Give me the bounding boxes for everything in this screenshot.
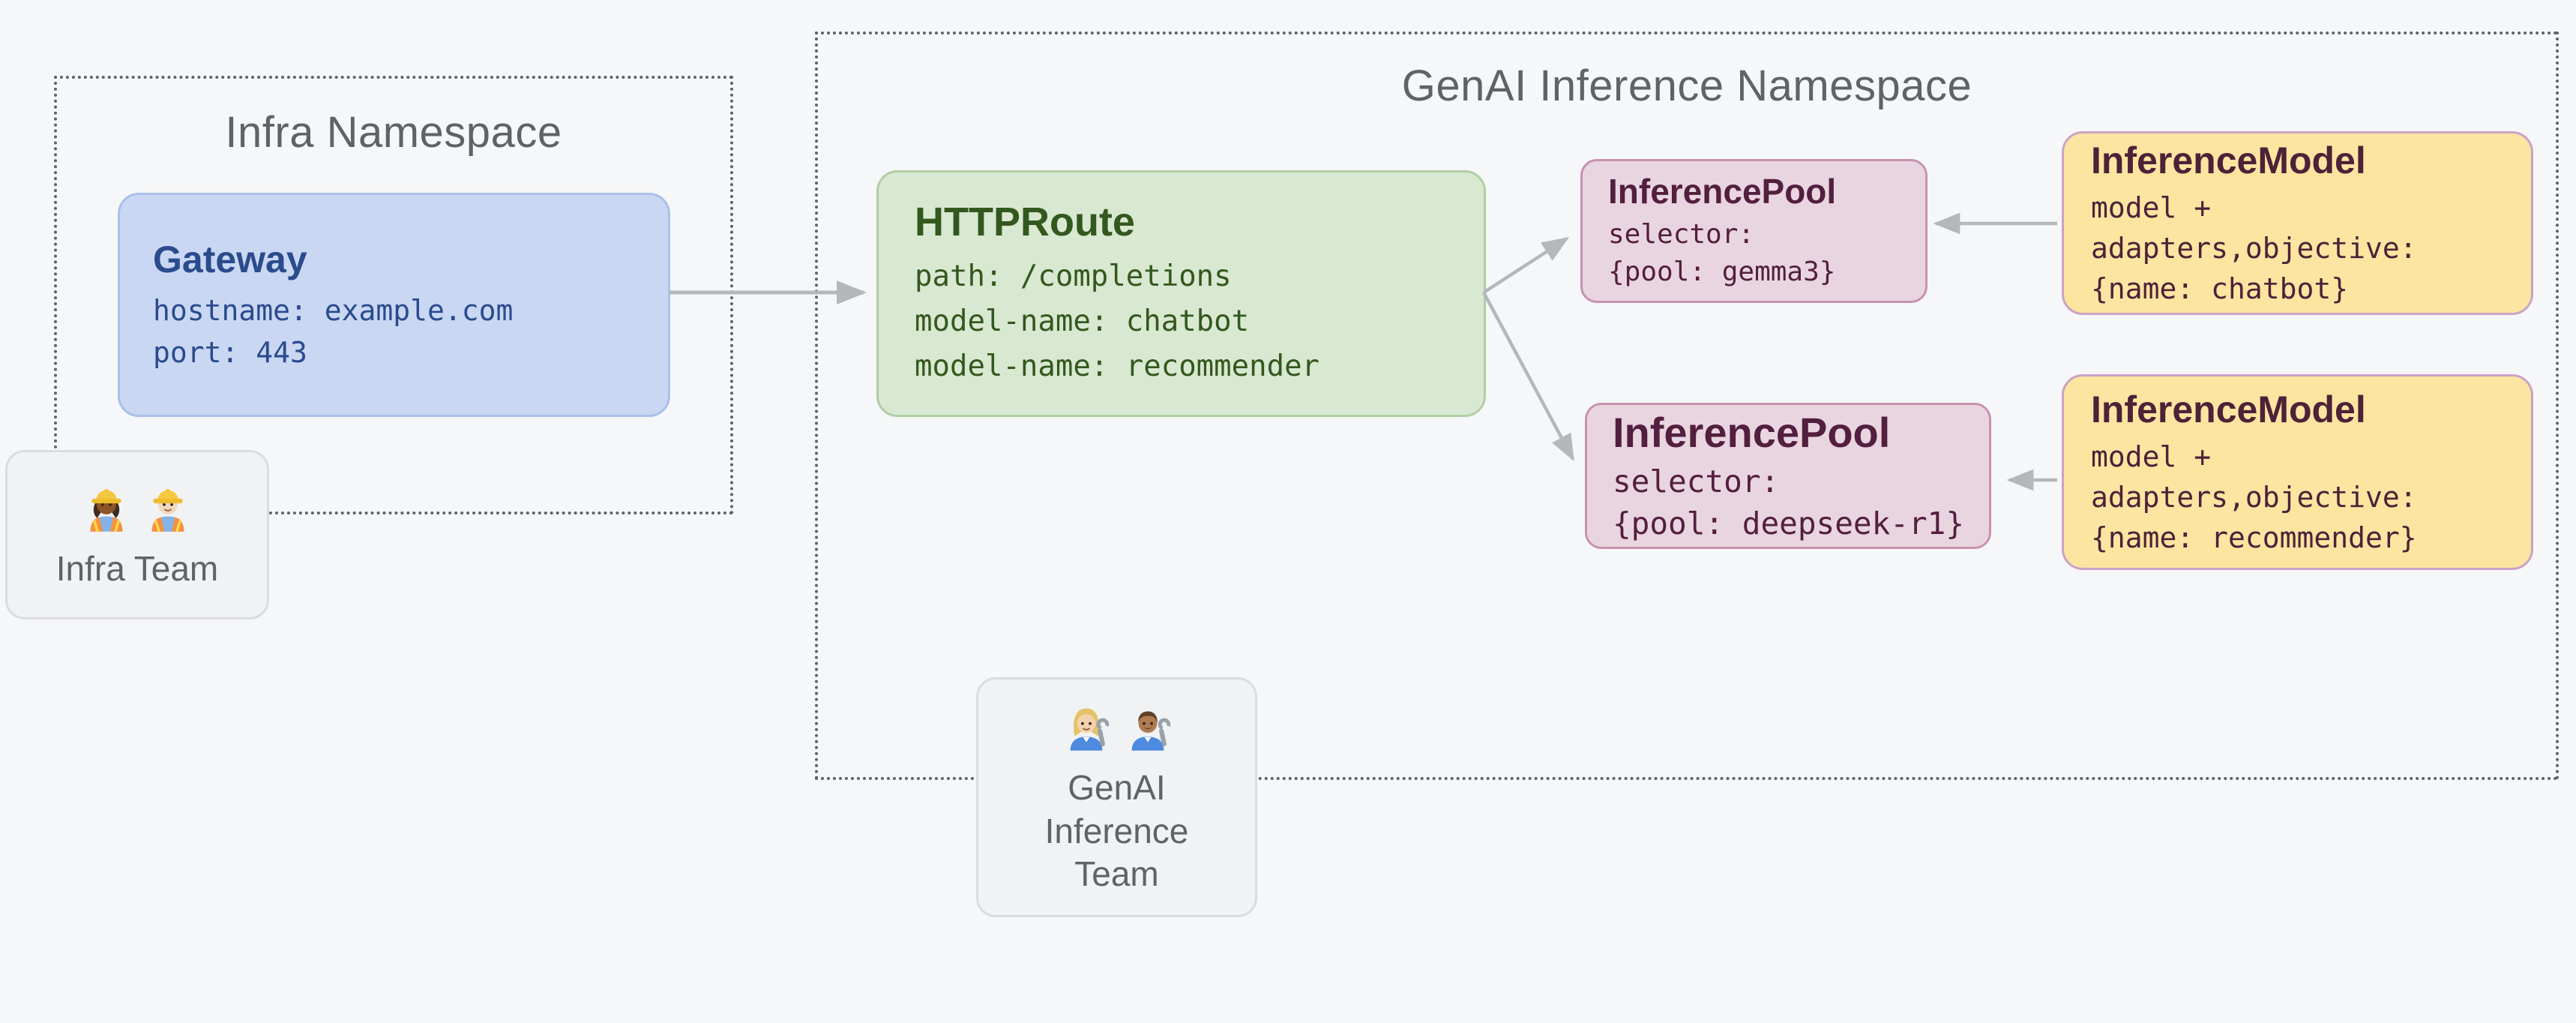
inference-model-chatbot-line-1: model + — [2091, 190, 2212, 224]
httproute-node: HTTPRoute path: /completions model-name:… — [876, 170, 1486, 417]
inference-pool-gemma3-node: InferencePool selector: {pool: gemma3} — [1580, 159, 1928, 303]
httproute-model-chatbot: model-name: chatbot — [915, 304, 1250, 338]
httproute-title: HTTPRoute — [915, 200, 1135, 245]
gateway-hostname: hostname: example.com — [153, 293, 514, 327]
httproute-path: path: /completions — [915, 259, 1232, 293]
inference-pool-deepseek-r1-title: InferencePool — [1613, 408, 1891, 456]
inference-pool-deepseek-r1-selector: selector: — [1613, 464, 1780, 500]
inference-model-recommender-node: InferenceModel model + adapters,objectiv… — [2062, 374, 2533, 570]
inference-model-chatbot-line-3: {name: chatbot} — [2091, 272, 2349, 305]
genai-namespace-title: GenAI Inference Namespace — [1401, 62, 1972, 110]
inference-pool-gemma3-title: InferencePool — [1608, 172, 1837, 212]
mechanic-man-icon — [1121, 698, 1175, 756]
infra-team-label: Infra Team — [55, 548, 219, 588]
genai-inference-namespace-box: GenAI Inference Namespace HTTPRoute path… — [815, 32, 2559, 780]
genai-inference-team-card: GenAI Inference Team — [976, 677, 1257, 917]
inference-model-recommender-title: InferenceModel — [2091, 388, 2366, 430]
inference-model-chatbot-title: InferenceModel — [2091, 139, 2366, 182]
inference-pool-gemma3-pool: {pool: gemma3} — [1608, 256, 1836, 287]
httproute-model-recommender: model-name: recommender — [915, 349, 1320, 383]
inference-pool-gemma3-selector: selector: — [1608, 218, 1755, 250]
infra-namespace-title: Infra Namespace — [225, 108, 562, 157]
inference-model-recommender-line-1: model + — [2091, 440, 2212, 473]
mechanic-woman-icon — [1059, 698, 1113, 756]
genai-team-icons — [1059, 698, 1175, 756]
gateway-node: Gateway hostname: example.com port: 443 — [118, 193, 670, 417]
inference-pool-deepseek-r1-node: InferencePool selector: {pool: deepseek-… — [1585, 403, 1991, 549]
gateway-port: port: 443 — [153, 335, 307, 369]
infra-namespace-box: Infra Namespace Gateway hostname: exampl… — [54, 76, 733, 514]
inference-model-chatbot-line-2: adapters,objective: — [2091, 231, 2417, 265]
genai-team-label: GenAI Inference Team — [1044, 768, 1189, 894]
inference-model-recommender-line-3: {name: recommender} — [2091, 520, 2417, 554]
gateway-title: Gateway — [153, 238, 307, 280]
inference-pool-deepseek-r1-pool: {pool: deepseek-r1} — [1613, 506, 1964, 542]
inference-model-chatbot-node: InferenceModel model + adapters,objectiv… — [2062, 131, 2533, 315]
infra-team-card: Infra Team — [5, 450, 269, 620]
infra-team-icons — [79, 479, 195, 537]
inference-model-recommender-line-2: adapters,objective: — [2091, 480, 2417, 514]
construction-worker-man-icon — [141, 479, 195, 537]
construction-worker-woman-icon — [79, 479, 133, 537]
